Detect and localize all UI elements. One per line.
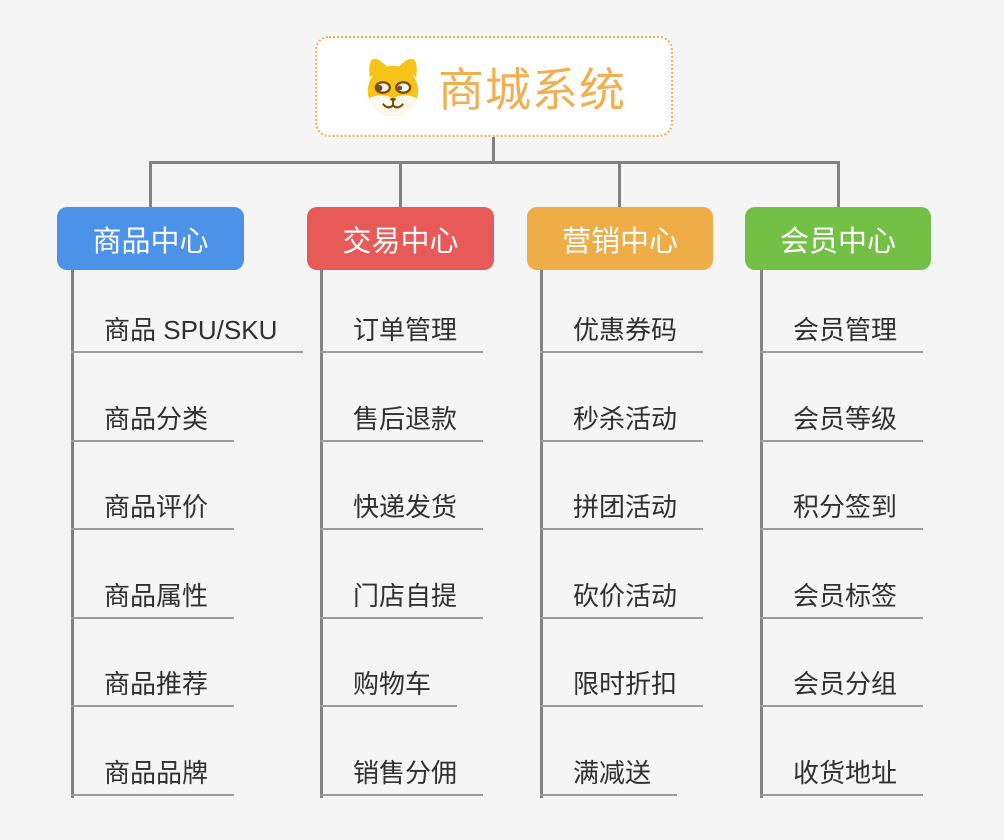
child-node[interactable]: 购物车 <box>320 667 458 707</box>
child-node[interactable]: 商品评价 <box>71 490 235 530</box>
child-node[interactable]: 会员等级 <box>760 402 924 442</box>
child-node[interactable]: 限时折扣 <box>540 667 704 707</box>
connector-trunk-line <box>149 161 840 164</box>
child-node[interactable]: 收货地址 <box>760 756 924 796</box>
child-node[interactable]: 拼团活动 <box>540 490 704 530</box>
child-node[interactable]: 商品 SPU/SKU <box>71 313 304 353</box>
child-node[interactable]: 会员标签 <box>760 579 924 619</box>
child-node[interactable]: 优惠券码 <box>540 313 704 353</box>
child-node[interactable]: 销售分佣 <box>320 756 484 796</box>
child-node[interactable]: 商品推荐 <box>71 667 235 707</box>
doge-icon <box>367 58 419 116</box>
child-node[interactable]: 商品品牌 <box>71 756 235 796</box>
connector-drop-line <box>399 161 402 210</box>
root-title: 商城系统 <box>438 63 626 116</box>
connector-drop-line <box>837 161 840 210</box>
child-node[interactable]: 订单管理 <box>320 313 484 353</box>
child-node[interactable]: 会员分组 <box>760 667 924 707</box>
branch-header-member-center[interactable]: 会员中心 <box>745 207 931 270</box>
branch-header-trade-center[interactable]: 交易中心 <box>307 207 494 270</box>
child-node[interactable]: 快递发货 <box>320 490 484 530</box>
connector-root-drop-line <box>492 137 495 163</box>
child-node[interactable]: 门店自提 <box>320 579 484 619</box>
child-node[interactable]: 积分签到 <box>760 490 924 530</box>
child-node[interactable]: 售后退款 <box>320 402 484 442</box>
branch-header-marketing-center[interactable]: 营销中心 <box>527 207 713 270</box>
child-node[interactable]: 商品属性 <box>71 579 235 619</box>
child-node[interactable]: 满减送 <box>540 756 678 796</box>
connector-drop-line <box>149 161 152 210</box>
root-node[interactable]: 商城系统 <box>315 36 673 137</box>
child-node[interactable]: 商品分类 <box>71 402 235 442</box>
branch-header-product-center[interactable]: 商品中心 <box>57 207 244 270</box>
child-node[interactable]: 会员管理 <box>760 313 924 353</box>
child-node[interactable]: 秒杀活动 <box>540 402 704 442</box>
child-node[interactable]: 砍价活动 <box>540 579 704 619</box>
connector-drop-line <box>618 161 621 210</box>
